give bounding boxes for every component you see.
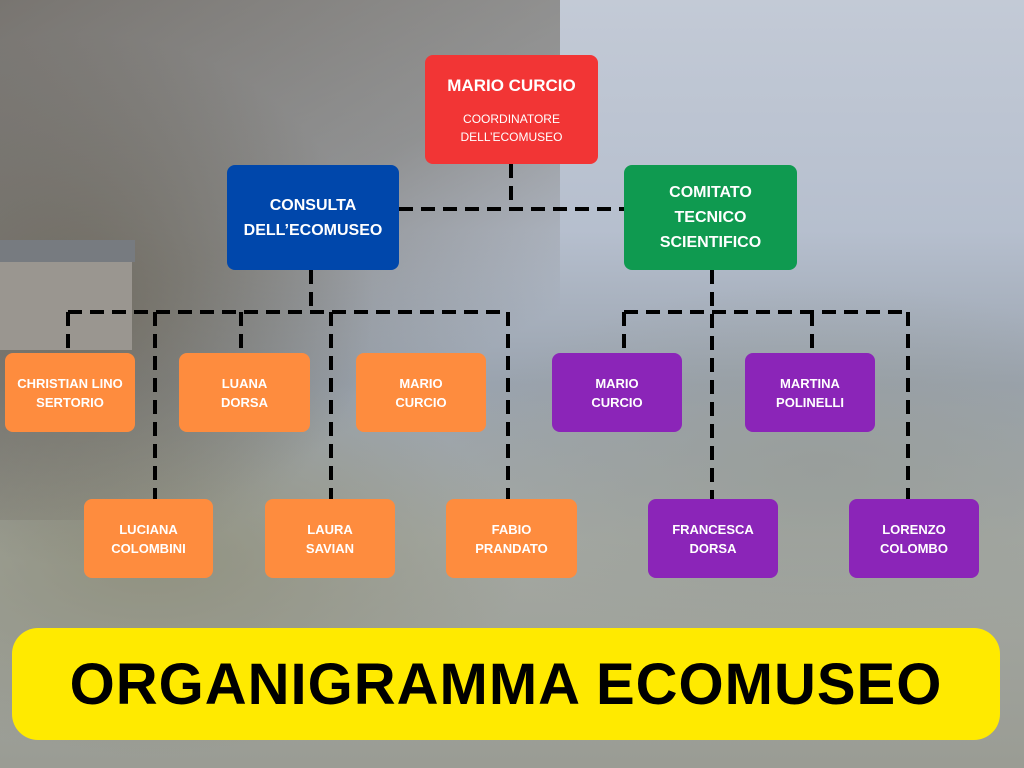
member-name: LUANA DORSA	[221, 375, 268, 410]
member-name: FABIO PRANDATO	[475, 521, 548, 556]
comitato-member-box: FRANCESCA DORSA	[648, 499, 778, 578]
member-name: CHRISTIAN LINO SERTORIO	[17, 375, 123, 410]
comitato-label: COMITATO TECNICO SCIENTIFICO	[659, 184, 762, 251]
consulta-member-box: MARIO CURCIO	[356, 353, 486, 432]
member-name: LORENZO COLOMBO	[880, 521, 948, 556]
member-name: LUCIANA COLOMBINI	[111, 521, 186, 556]
house-roof	[0, 240, 135, 262]
comitato-member-box: MARIO CURCIO	[552, 353, 682, 432]
title-banner: ORGANIGRAMMA ECOMUSEO	[12, 628, 1000, 740]
consulta-member-box: CHRISTIAN LINO SERTORIO	[5, 353, 135, 432]
member-name: MARIO CURCIO	[395, 375, 447, 410]
coordinator-name: MARIO CURCIO	[447, 76, 576, 95]
coordinator-box: MARIO CURCIO COORDINATORE DELL’ECOMUSEO	[425, 55, 598, 164]
consulta-member-box: FABIO PRANDATO	[446, 499, 577, 578]
comitato-member-box: MARTINA POLINELLI	[745, 353, 875, 432]
comitato-member-box: LORENZO COLOMBO	[849, 499, 979, 578]
consulta-box: CONSULTA DELL’ECOMUSEO	[227, 165, 399, 270]
member-name: FRANCESCA DORSA	[672, 521, 754, 556]
page-title: ORGANIGRAMMA ECOMUSEO	[69, 651, 943, 717]
consulta-member-box: LUANA DORSA	[179, 353, 310, 432]
member-name: LAURA SAVIAN	[305, 521, 355, 556]
consulta-label: CONSULTA DELL’ECOMUSEO	[243, 196, 383, 239]
member-name: MARTINA POLINELLI	[776, 375, 844, 410]
member-name: MARIO CURCIO	[591, 375, 643, 410]
consulta-member-box: LUCIANA COLOMBINI	[84, 499, 213, 578]
comitato-box: COMITATO TECNICO SCIENTIFICO	[624, 165, 797, 270]
coordinator-role: COORDINATORE DELL’ECOMUSEO	[460, 112, 563, 144]
consulta-member-box: LAURA SAVIAN	[265, 499, 395, 578]
